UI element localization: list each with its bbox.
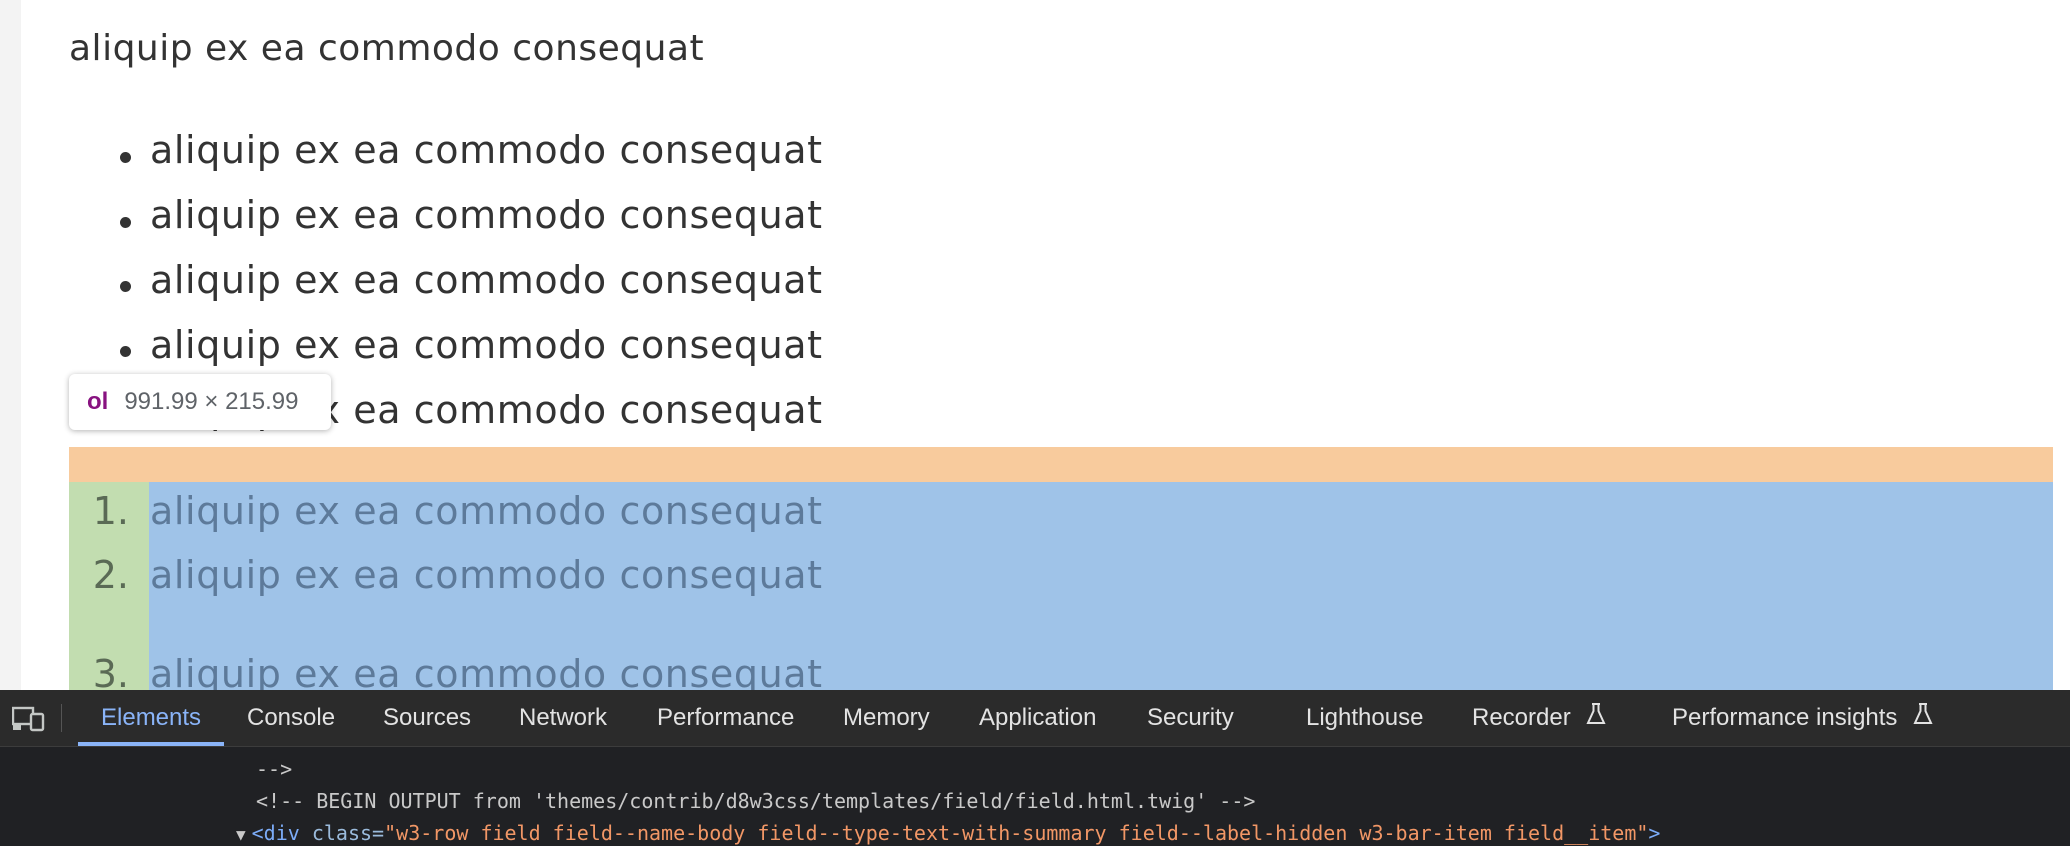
attr-value: "w3-row field field--name-body field--ty… <box>384 821 1649 845</box>
tag-close: > <box>1648 821 1661 845</box>
tooltip-arrow <box>94 428 116 442</box>
expand-triangle-icon[interactable]: ▼ <box>236 825 246 844</box>
list-item: aliquip ex ea commodo consequat <box>150 323 823 367</box>
ordered-marker: 1. <box>92 489 129 533</box>
ordered-list-item: aliquip ex ea commodo consequat <box>150 652 823 690</box>
element-node-line[interactable]: ▼ <div class="w3-row field field--name-bo… <box>236 821 1660 845</box>
attr-name: class= <box>299 821 385 845</box>
page-content: aliquip ex ea commodo consequat aliquip … <box>21 0 2070 690</box>
list-item: aliquip ex ea commodo consequat <box>150 128 823 172</box>
tooltip-tag: ol <box>87 388 109 415</box>
tab-application[interactable]: Application <box>979 704 1097 731</box>
tab-lighthouse[interactable]: Lighthouse <box>1306 704 1424 731</box>
list-item: aliquip ex ea commodo consequat <box>150 193 823 237</box>
tab-network[interactable]: Network <box>519 704 608 731</box>
list-item: aliquip ex ea commodo consequat <box>150 258 823 302</box>
ordered-list-item: aliquip ex ea commodo consequat <box>150 553 823 597</box>
tab-performance-insights[interactable]: Performance insights <box>1672 690 1934 746</box>
bullet-icon <box>120 281 131 292</box>
tab-recorder-label: Recorder <box>1472 704 1571 731</box>
tab-performance-insights-label: Performance insights <box>1672 704 1898 731</box>
flask-icon <box>1585 691 1607 747</box>
tab-security[interactable]: Security <box>1147 704 1234 731</box>
tab-separator <box>61 704 62 732</box>
flask-icon <box>1912 691 1934 747</box>
tab-recorder[interactable]: Recorder <box>1472 690 1607 746</box>
tab-performance[interactable]: Performance <box>657 704 795 731</box>
tab-console[interactable]: Console <box>247 704 336 731</box>
ordered-list-item: aliquip ex ea commodo consequat <box>150 489 823 533</box>
tag-open: <div <box>251 821 300 845</box>
tab-sources[interactable]: Sources <box>383 704 472 731</box>
bullet-icon <box>120 152 131 163</box>
comment-line[interactable]: <!-- BEGIN OUTPUT from 'themes/contrib/d… <box>256 789 1256 813</box>
active-tab-indicator <box>78 742 224 746</box>
ordered-marker: 2. <box>92 553 129 597</box>
elements-tree: --> <!-- BEGIN OUTPUT from 'themes/contr… <box>0 747 2070 846</box>
tab-elements[interactable]: Elements <box>101 704 202 731</box>
margin-highlight <box>69 447 2053 482</box>
devtools-panel: Elements Console Sources Network Perform… <box>0 690 2070 846</box>
comment-line[interactable]: --> <box>256 757 293 781</box>
bullet-icon <box>120 217 131 228</box>
devtools-tabbar: Elements Console Sources Network Perform… <box>0 690 2070 747</box>
content-highlight <box>149 482 2053 690</box>
inspect-tooltip: ol 991.99 × 215.99 <box>69 374 331 430</box>
bullet-icon <box>120 346 131 357</box>
ordered-marker: 3. <box>92 652 129 690</box>
tooltip-dimensions: 991.99 × 215.99 <box>124 388 299 415</box>
device-toolbar-icon[interactable] <box>11 706 46 737</box>
padding-highlight <box>69 482 149 690</box>
section-heading: aliquip ex ea commodo consequat <box>69 28 705 69</box>
tab-memory[interactable]: Memory <box>843 704 930 731</box>
